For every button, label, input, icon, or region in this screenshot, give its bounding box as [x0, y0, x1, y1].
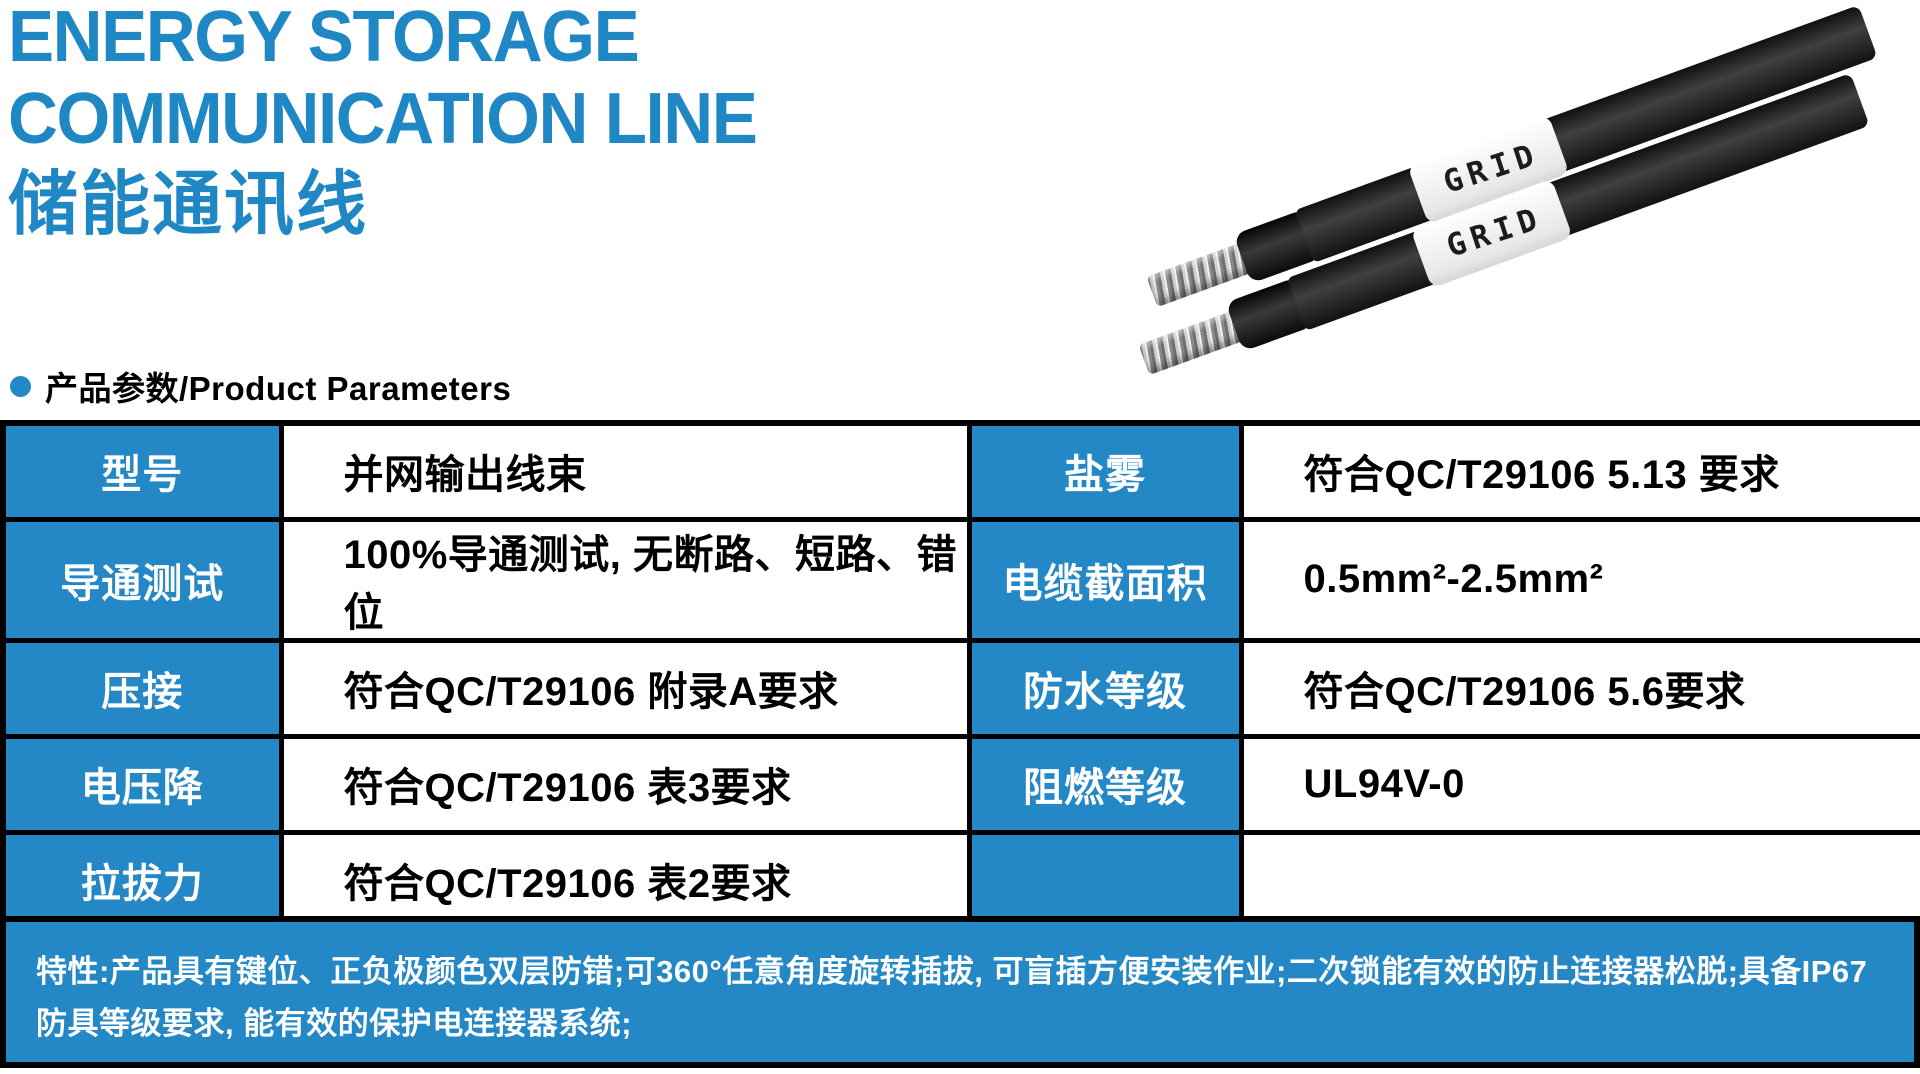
param-label-cell: 拉拔力: [0, 829, 284, 931]
param-label-cell: 型号: [0, 420, 284, 522]
param-label-cell: [966, 829, 1244, 931]
table-row: 型号 并网输出线束 盐雾 符合QC/T29106 5.13 要求: [0, 420, 1920, 522]
feature-note-box: 特性:产品具有键位、正负极颜色双层防错;可360°任意角度旋转插拔, 可盲插方便…: [0, 916, 1920, 1068]
table-row: 压接 符合QC/T29106 附录A要求 防水等级 符合QC/T29106 5.…: [0, 637, 1920, 739]
param-value-cell: 符合QC/T29106 表2要求: [278, 829, 972, 931]
table-row: 电压降 符合QC/T29106 表3要求 阻燃等级 UL94V-0: [0, 733, 1920, 835]
title-line-2: COMMUNICATION LINE: [8, 79, 758, 159]
param-label-cell: 防水等级: [966, 637, 1244, 739]
section-header: 产品参数/Product Parameters: [10, 362, 511, 410]
param-value-cell: UL94V-0: [1238, 733, 1920, 835]
section-title: 产品参数/Product Parameters: [45, 370, 512, 407]
param-value-cell: 100%导通测试, 无断路、短路、错位: [278, 516, 972, 643]
param-label-cell: 电缆截面积: [966, 516, 1244, 643]
page-title: ENERGY STORAGE COMMUNICATION LINE 储能通讯线: [8, 0, 788, 248]
title-line-3-chinese: 储能通讯线: [8, 165, 368, 243]
bullet-dot-icon: [10, 375, 31, 397]
param-value-cell: 符合QC/T29106 5.6要求: [1238, 637, 1920, 739]
param-label-cell: 压接: [0, 637, 284, 739]
table-row: 导通测试 100%导通测试, 无断路、短路、错位 电缆截面积 0.5mm²-2.…: [0, 516, 1920, 643]
parameters-table: 型号 并网输出线束 盐雾 符合QC/T29106 5.13 要求 导通测试 10…: [0, 420, 1920, 931]
param-value-cell: 并网输出线束: [278, 420, 972, 522]
param-value-cell: 符合QC/T29106 表3要求: [278, 733, 972, 835]
param-label-cell: 阻燃等级: [966, 733, 1244, 835]
param-value-cell: 符合QC/T29106 附录A要求: [278, 637, 972, 739]
wire-strand-tip: [1138, 310, 1246, 376]
param-value-cell: [1238, 829, 1920, 931]
param-value-cell: 符合QC/T29106 5.13 要求: [1238, 420, 1920, 522]
product-photo: GRID GRID: [1100, 0, 1920, 420]
title-line-1: ENERGY STORAGE: [8, 0, 640, 77]
param-label-cell: 盐雾: [966, 420, 1244, 522]
param-label-cell: 电压降: [0, 733, 284, 835]
table-row: 拉拔力 符合QC/T29106 表2要求: [0, 829, 1920, 931]
param-label-cell: 导通测试: [0, 516, 284, 643]
feature-note-text: 特性:产品具有键位、正负极颜色双层防错;可360°任意角度旋转插拔, 可盲插方便…: [36, 954, 1868, 1041]
param-value-cell: 0.5mm²-2.5mm²: [1238, 516, 1920, 643]
